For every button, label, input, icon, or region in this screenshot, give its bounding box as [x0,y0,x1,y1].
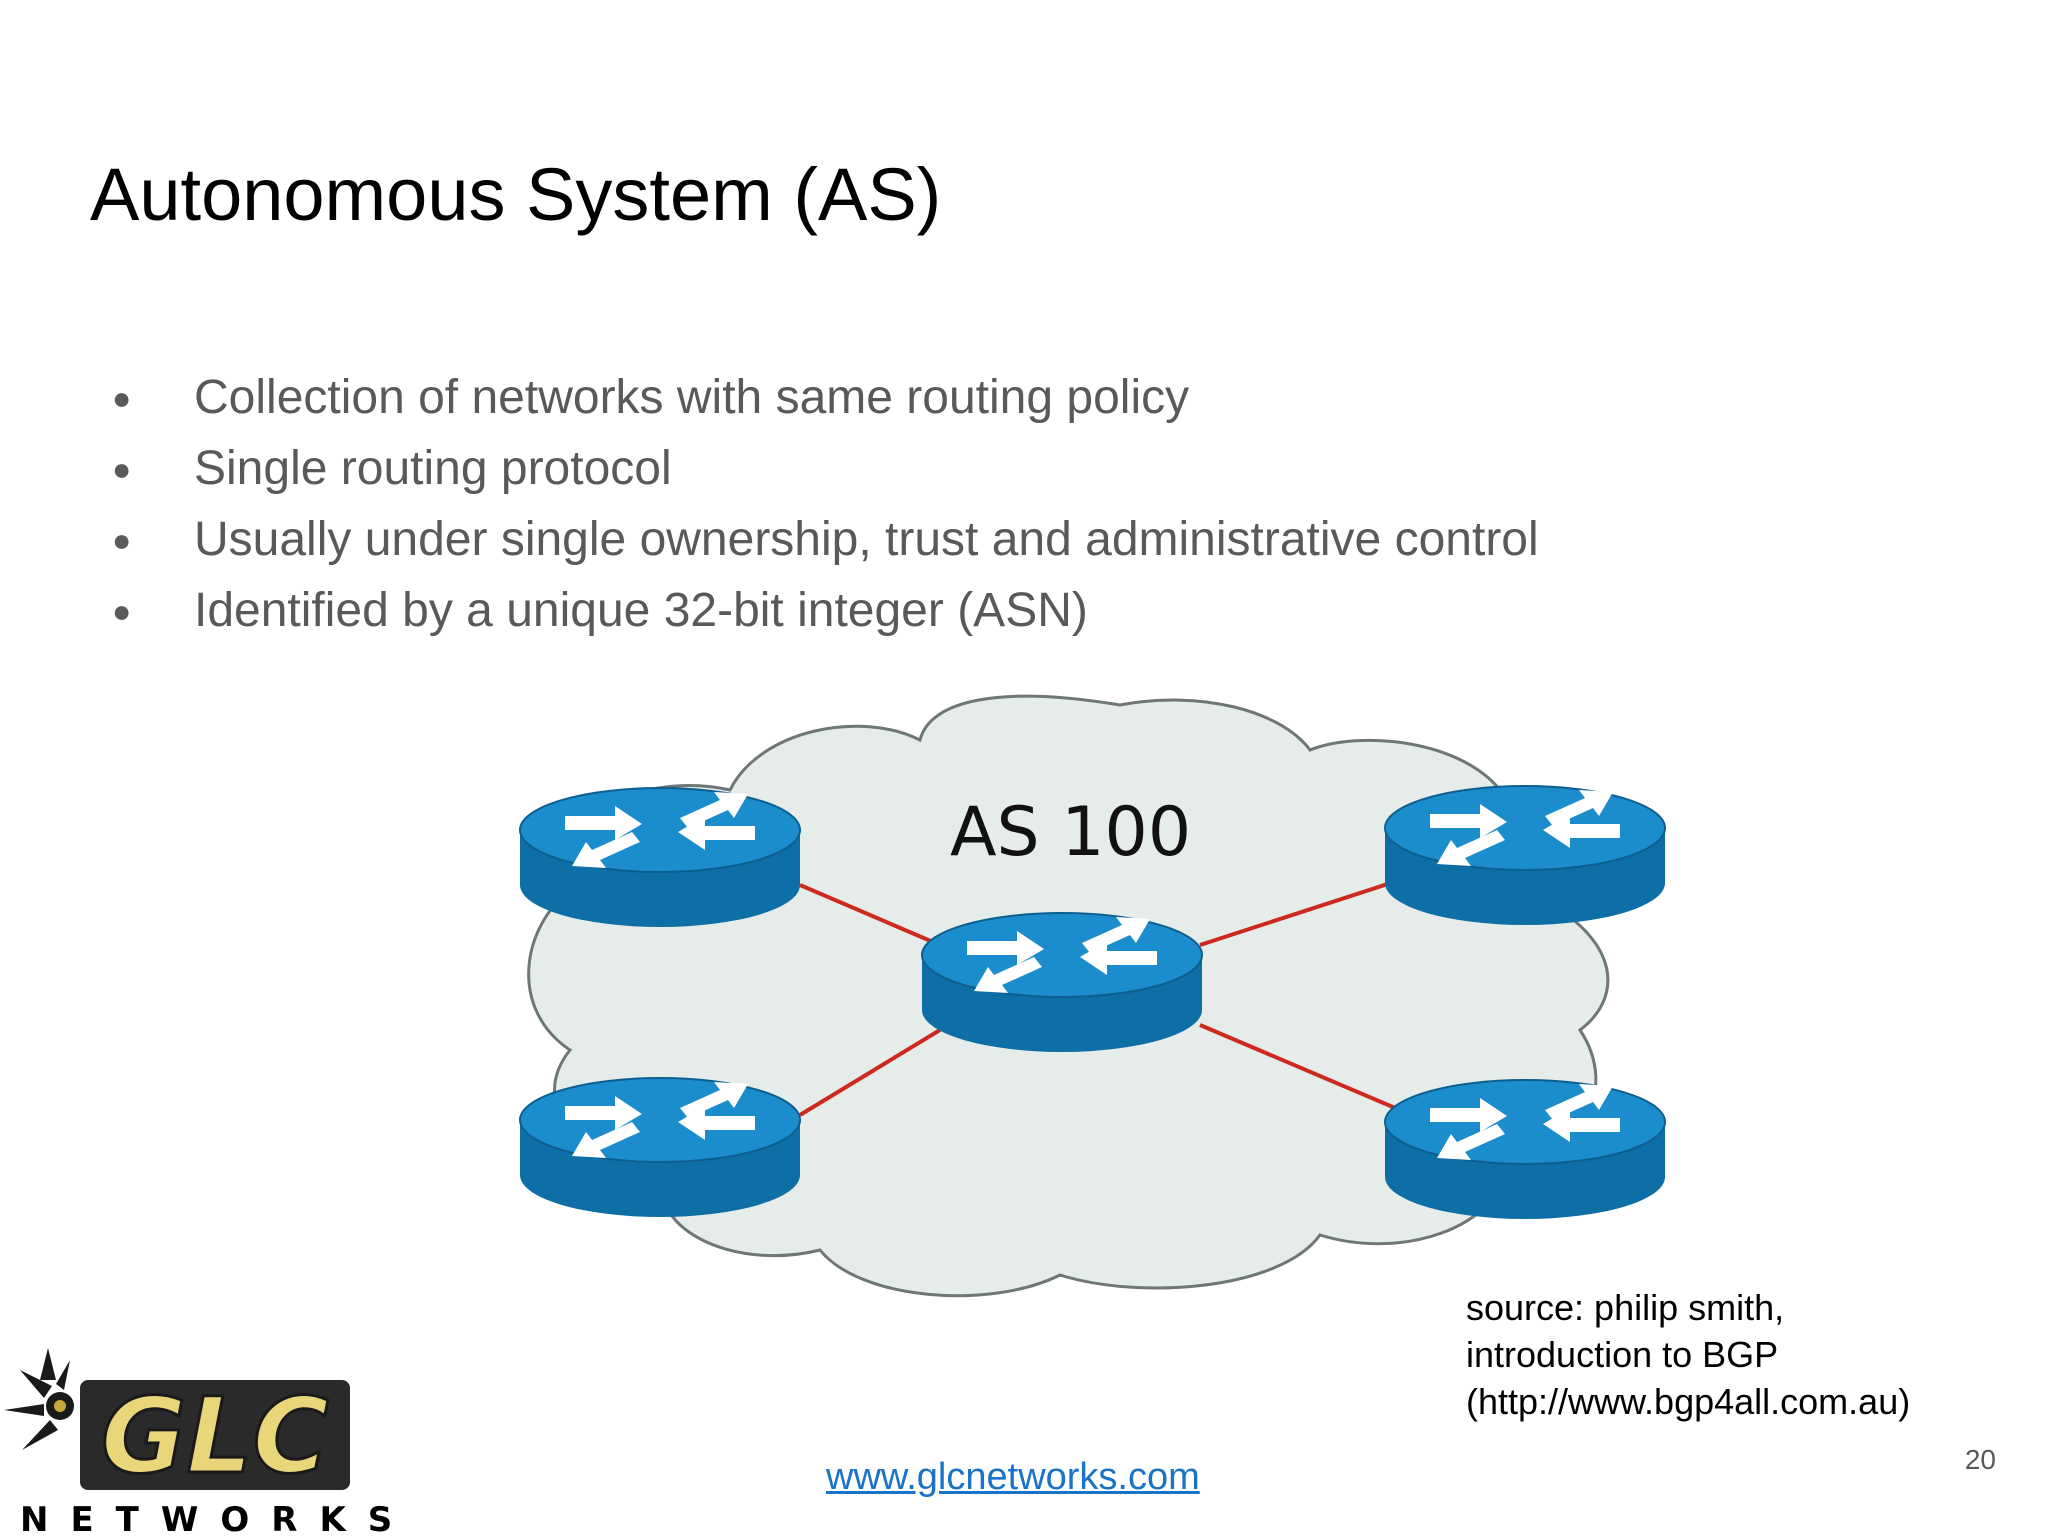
source-line: introduction to BGP [1466,1334,1779,1375]
bullet-dot: ● [112,380,132,416]
website-link[interactable]: www.glcnetworks.com [826,1456,1200,1498]
bullet-dot: ● [112,451,132,487]
star-burst-icon [4,1348,74,1450]
source-line: source: philip smith, [1466,1287,1785,1328]
link-top-left [799,883,941,947]
as-label: AS 100 [950,793,1191,872]
bullet-dot: ● [112,593,132,629]
logo-name: GLC [101,1375,329,1497]
source-line: (http://www.bgp4all.com.au) [1466,1381,1911,1422]
bullet-dot: ● [112,522,132,558]
source-citation: source: philip smith, introduction to BG… [1466,1284,1910,1425]
link-bottom-right [1199,1023,1401,1112]
link-top-right [1199,878,1401,947]
router-icon [519,1077,801,1218]
logo-subtitle: NETWORKS [20,1500,415,1536]
slide-title: Autonomous System (AS) [90,153,942,236]
network-links [798,878,1401,1117]
bullet-text: Collection of networks with same routing… [194,371,1190,424]
bullet-text: Single routing protocol [194,442,672,495]
glc-letters: GLC [80,1374,350,1499]
bullet-text: Identified by a unique 32-bit integer (A… [194,584,1088,637]
router-icon [921,912,1203,1053]
router-icon [1384,1079,1666,1220]
link-bottom-left [798,1028,942,1117]
glc-logo: GLC [4,1348,350,1499]
as-network-diagram: AS 100 [519,694,1666,1298]
page-number: 20 [1964,1444,1996,1475]
router-icon [1384,785,1666,926]
router-icon [519,787,801,928]
bullet-text: Usually under single ownership, trust an… [194,513,1539,566]
